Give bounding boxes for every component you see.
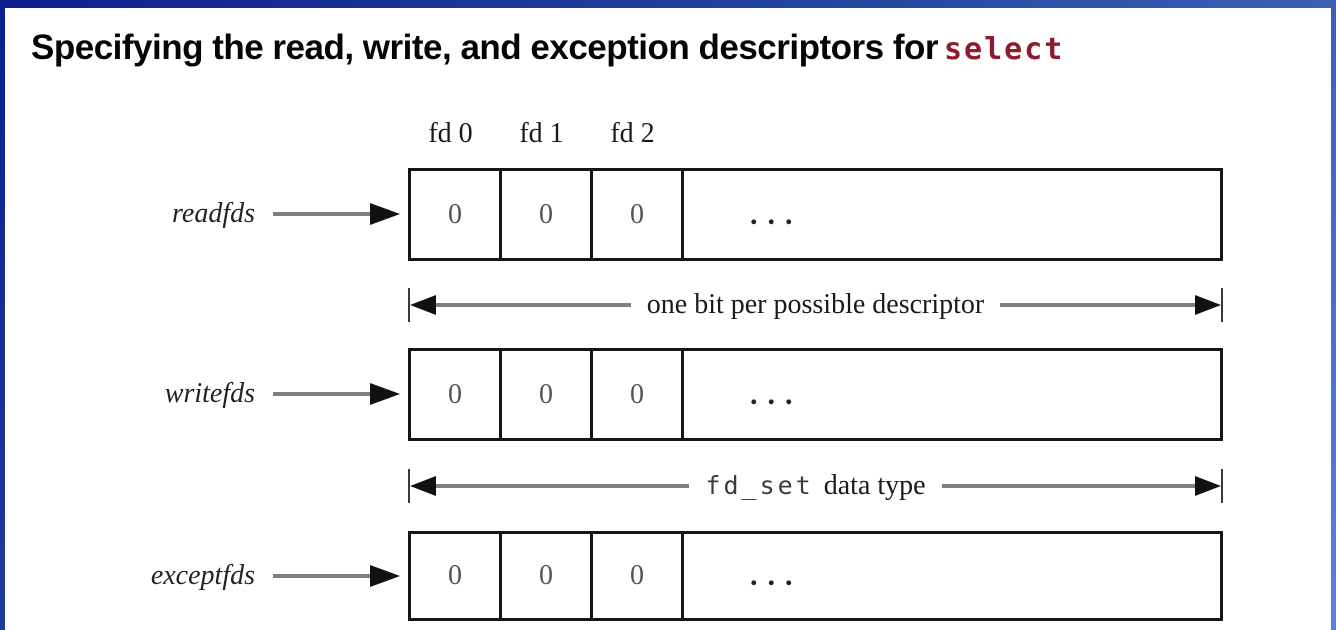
fdset-box-readfds: 0 0 0 ... bbox=[408, 168, 1223, 261]
fdset-box-writefds: 0 0 0 ... bbox=[408, 348, 1223, 441]
fdset-box-exceptfds: 0 0 0 ... bbox=[408, 531, 1223, 621]
bit-cell: 0 bbox=[593, 534, 684, 618]
arrow-right-icon bbox=[1195, 476, 1221, 496]
arrow-shaft bbox=[273, 392, 370, 396]
arrow-shaft bbox=[436, 484, 690, 488]
bit-cell: 0 bbox=[593, 171, 684, 258]
measure-endbar-right bbox=[1221, 469, 1223, 503]
arrow-right-icon bbox=[370, 383, 400, 405]
bit-cell: 0 bbox=[502, 171, 593, 258]
arrow-shaft bbox=[941, 484, 1195, 488]
figure-canvas: Specifying the read, write, and exceptio… bbox=[5, 8, 1331, 630]
measure-endbar-left bbox=[408, 469, 410, 503]
bit-cell-ellipsis: ... bbox=[750, 197, 803, 231]
measure-endbar-left bbox=[408, 288, 410, 322]
bit-note-label: one bit per possible descriptor bbox=[646, 289, 985, 320]
arrow-right-icon bbox=[1195, 295, 1222, 315]
type-note-text: fd_set data type bbox=[689, 470, 941, 502]
arrow-left-icon bbox=[410, 476, 436, 496]
bit-cell-ellipsis: ... bbox=[750, 559, 803, 592]
fdset-type-measure-arrow: fd_set data type bbox=[408, 468, 1223, 504]
fd1-column-header: fd 1 bbox=[519, 118, 564, 149]
fd2-column-header: fd 2 bbox=[610, 118, 655, 149]
fd-column-headers: fd 0 fd 1 fd 2 bbox=[405, 118, 678, 150]
arrow-left-icon bbox=[410, 295, 436, 315]
bit-cell: 0 bbox=[411, 171, 502, 258]
bit-cell: 0 bbox=[411, 534, 502, 618]
measure-endbar-right bbox=[1221, 288, 1224, 322]
bit-cell: 0 bbox=[502, 351, 593, 438]
fdset-type-label: data type bbox=[823, 470, 926, 501]
arrow-right-icon bbox=[370, 565, 400, 587]
select-function-name: select bbox=[944, 32, 1065, 67]
arrow-shaft bbox=[273, 212, 370, 216]
bit-cell: 0 bbox=[502, 534, 593, 618]
figure-title: Specifying the read, write, and exceptio… bbox=[31, 28, 1064, 68]
figure-title-text: Specifying the read, write, and exceptio… bbox=[31, 28, 939, 67]
writefds-pointer-arrow bbox=[273, 382, 400, 406]
bit-cell: 0 bbox=[593, 351, 684, 438]
writefds-label: writefds bbox=[164, 378, 255, 409]
readfds-pointer-arrow bbox=[273, 202, 400, 226]
arrow-shaft bbox=[1000, 303, 1196, 307]
bit-cell-ellipsis: ... bbox=[750, 377, 803, 411]
arrow-shaft bbox=[273, 574, 370, 578]
arrow-right-icon bbox=[370, 203, 400, 225]
fd0-column-header: fd 0 bbox=[428, 118, 473, 149]
bit-note-text: one bit per possible descriptor bbox=[631, 289, 1000, 321]
exceptfds-label: exceptfds bbox=[150, 560, 255, 591]
bit-span-measure-arrow: one bit per possible descriptor bbox=[408, 287, 1224, 323]
arrow-shaft bbox=[436, 303, 631, 307]
exceptfds-pointer-arrow bbox=[273, 564, 400, 588]
bit-cell: 0 bbox=[411, 351, 502, 438]
fdset-type-code: fd_set bbox=[705, 471, 814, 500]
readfds-label: readfds bbox=[172, 198, 255, 229]
